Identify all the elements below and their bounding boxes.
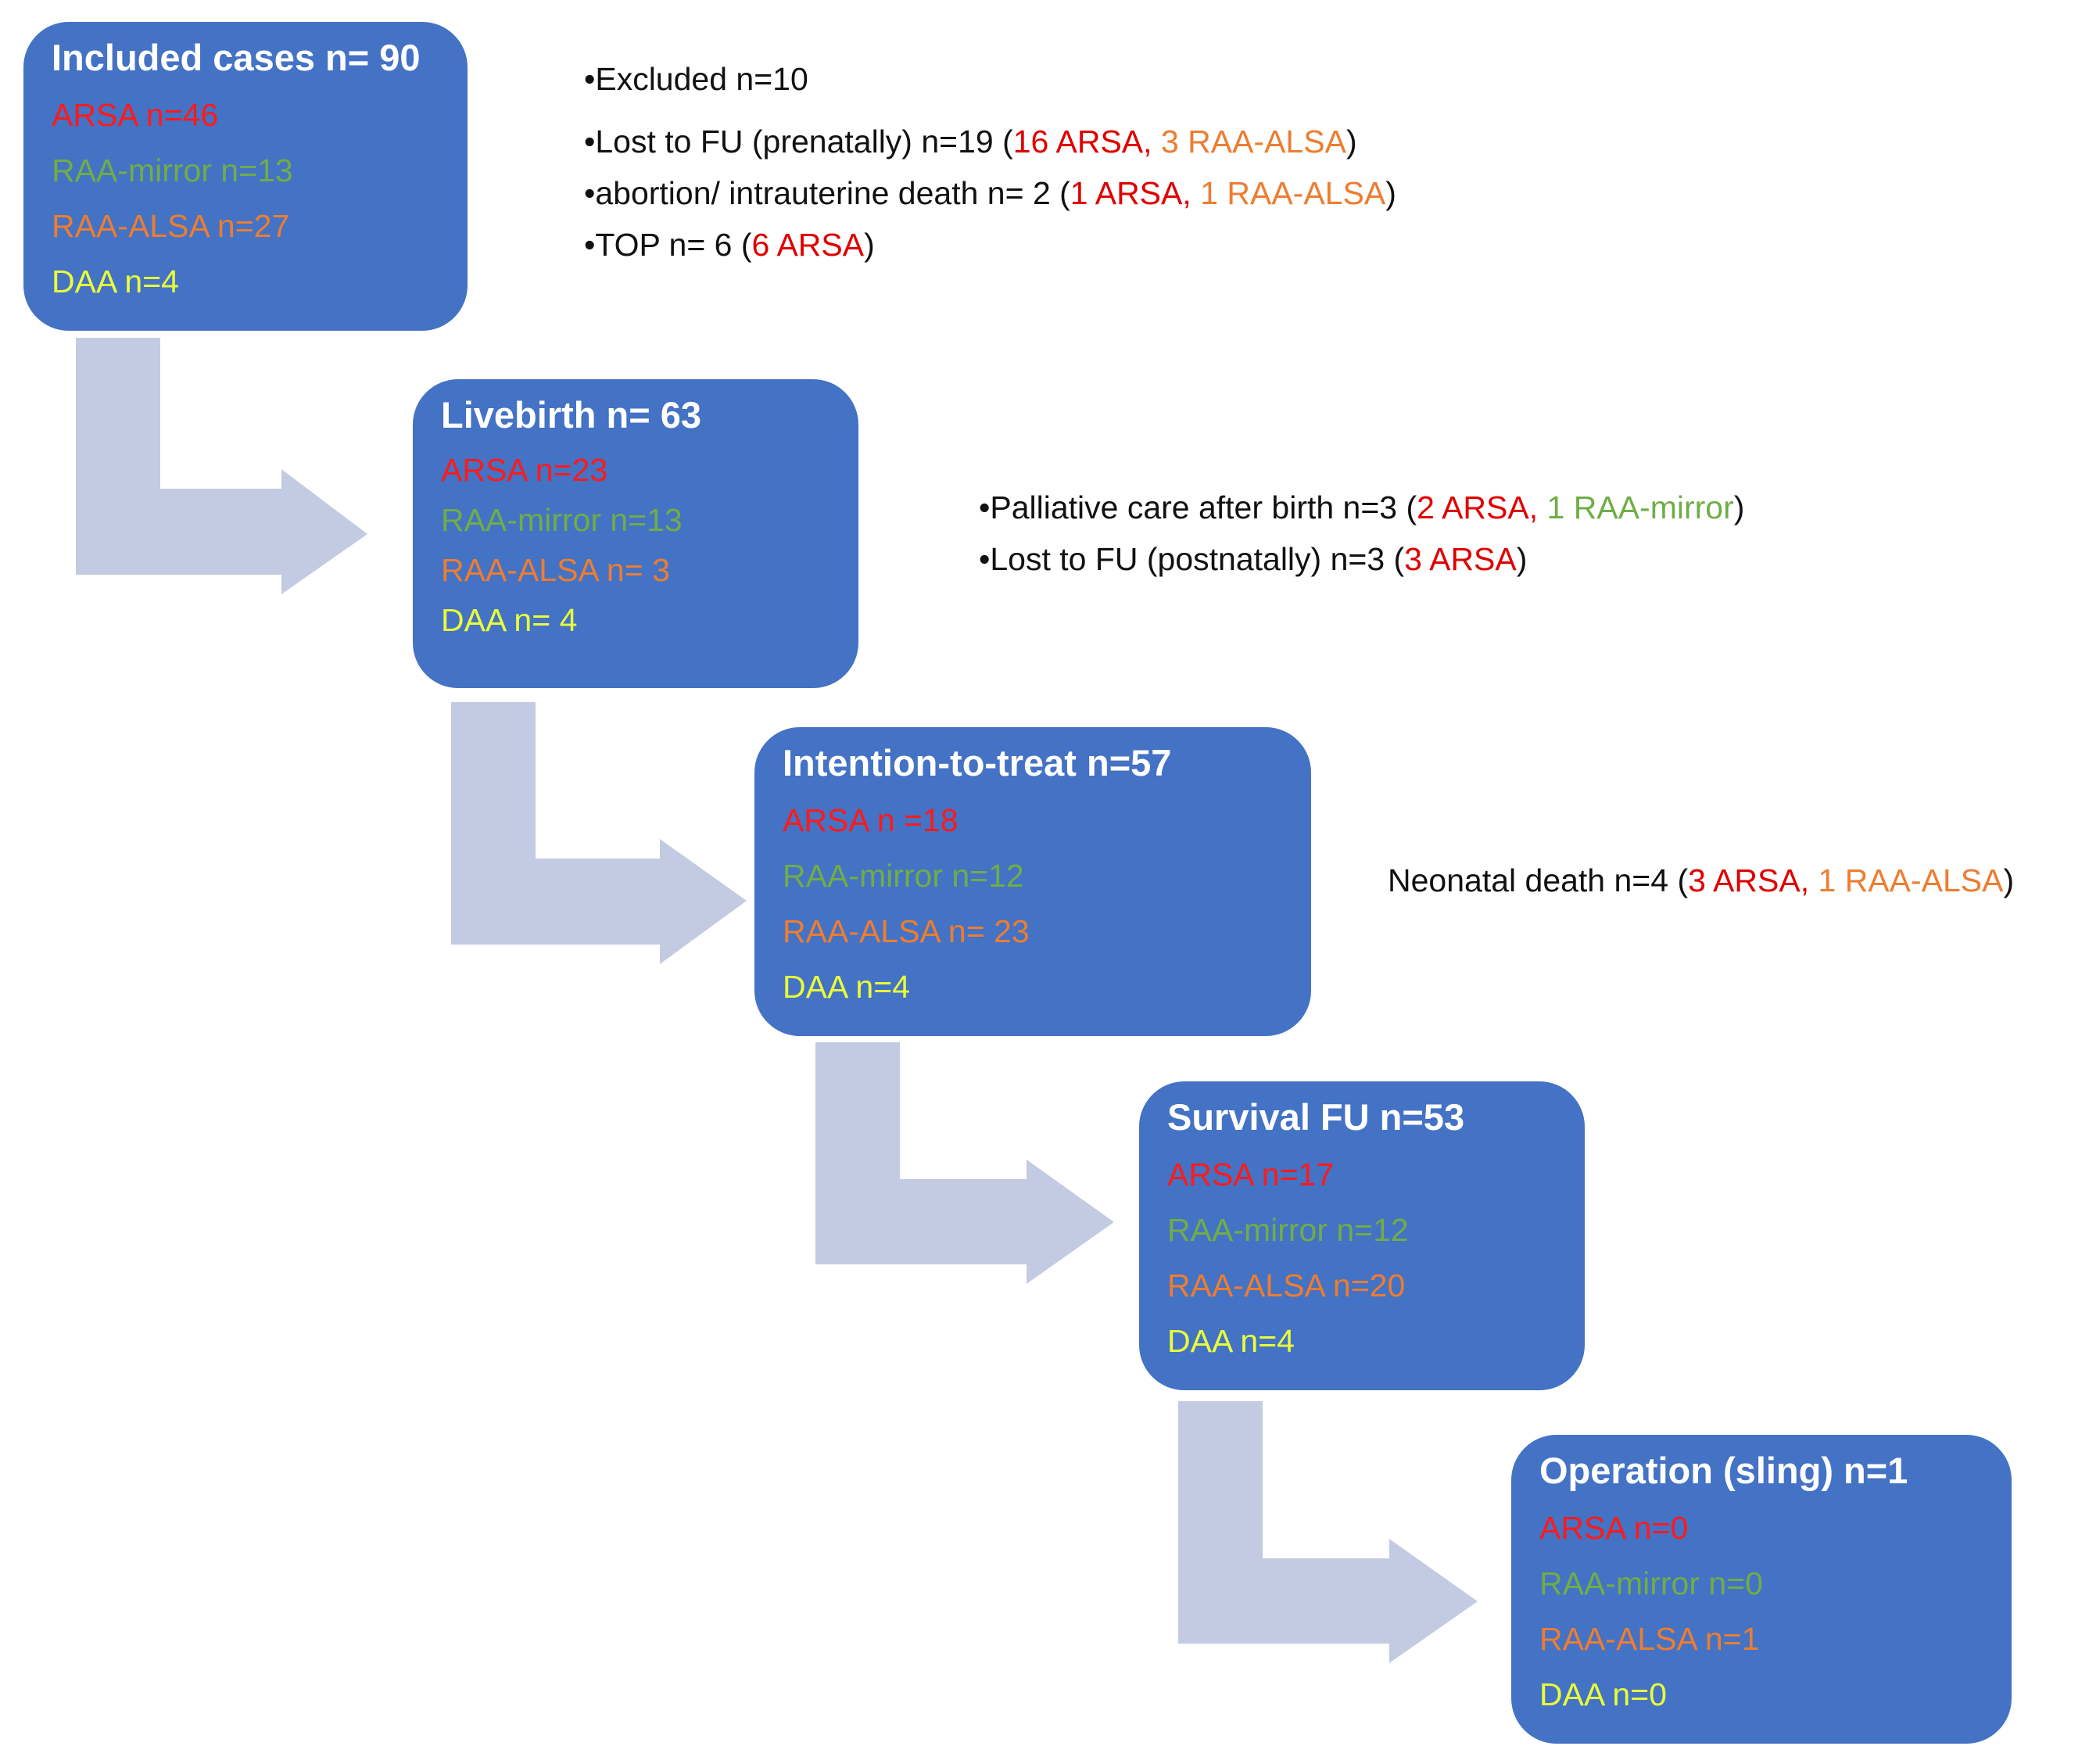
note-arsa-count: 3 ARSA <box>1404 541 1517 577</box>
arrow-livebirth-to-itt <box>451 702 747 964</box>
stage-raa-mirror-count: RAA-mirror n=12 <box>1167 1212 1409 1248</box>
arrow-survival-to-operation <box>1178 1401 1478 1663</box>
stage-daa-count: DAA n=4 <box>52 264 179 299</box>
arrow-itt-to-survival <box>815 1042 1114 1284</box>
note-close-paren: ) <box>864 227 875 263</box>
note-text: •Excluded n=10 <box>584 61 808 97</box>
stage-daa-count: DAA n=4 <box>1167 1323 1295 1359</box>
stage-raa-alsa-count: RAA-ALSA n=20 <box>1167 1267 1406 1303</box>
stage-box-included-cases: Included cases n= 90 ARSA n=46 RAA-mirro… <box>23 22 468 331</box>
stage-arsa-count: ARSA n =18 <box>783 802 959 838</box>
note-arsa-count: 3 ARSA, <box>1688 862 1810 898</box>
stage-raa-mirror-count: RAA-mirror n=0 <box>1539 1565 1763 1601</box>
stage-arsa-count: ARSA n=0 <box>1539 1510 1689 1546</box>
arrow-included-to-livebirth <box>76 338 367 594</box>
note-raa-alsa-count: 3 RAA-ALSA <box>1160 124 1346 160</box>
stage-arsa-count: ARSA n=23 <box>441 452 608 488</box>
note-close-paren: ) <box>1733 489 1745 525</box>
note-text: •abortion/ intrauterine death n= 2 ( <box>584 175 1070 211</box>
stage-arsa-count: ARSA n=46 <box>52 97 219 133</box>
note-close-paren: ) <box>2003 862 2015 898</box>
stage-title: Survival FU n=53 <box>1167 1096 1465 1138</box>
stage-title: Intention-to-treat n=57 <box>783 742 1172 783</box>
note-close-paren: ) <box>1345 124 1357 160</box>
stage-title: Included cases n= 90 <box>52 37 421 78</box>
note-lost-prenatally: •Lost to FU (prenatally) n=19 (16 ARSA, … <box>584 122 1357 161</box>
stage-daa-count: DAA n=0 <box>1539 1676 1667 1712</box>
note-text: Neonatal death n=4 ( <box>1388 862 1689 898</box>
note-close-paren: ) <box>1516 541 1528 577</box>
stage-raa-alsa-count: RAA-ALSA n= 3 <box>441 552 670 588</box>
note-text: •Lost to FU (prenatally) n=19 ( <box>584 124 1013 160</box>
stage-daa-count: DAA n= 4 <box>441 602 578 638</box>
note-arsa-count: 16 ARSA, <box>1012 124 1152 160</box>
note-close-paren: ) <box>1385 175 1396 211</box>
note-abortion: •abortion/ intrauterine death n= 2 (1 AR… <box>584 174 1396 213</box>
stage-raa-mirror-count: RAA-mirror n=12 <box>783 858 1024 894</box>
stage-arsa-count: ARSA n=17 <box>1167 1156 1335 1192</box>
stage-box-livebirth: Livebirth n= 63 ARSA n=23 RAA-mirror n=1… <box>413 379 858 688</box>
note-raa-alsa-count: 1 RAA-ALSA <box>1818 862 2004 898</box>
stage-raa-mirror-count: RAA-mirror n=13 <box>52 152 293 188</box>
stage-raa-alsa-count: RAA-ALSA n=27 <box>52 208 290 244</box>
note-text: •Lost to FU (postnatally) n=3 ( <box>979 541 1405 577</box>
stage-raa-alsa-count: RAA-ALSA n= 23 <box>783 913 1030 949</box>
stage-box-operation-sling: Operation (sling) n=1 ARSA n=0 RAA-mirro… <box>1511 1435 2012 1744</box>
stage-title: Operation (sling) n=1 <box>1539 1450 1908 1491</box>
note-arsa-count: 1 ARSA, <box>1070 175 1191 211</box>
stage-raa-mirror-count: RAA-mirror n=13 <box>441 502 683 538</box>
note-lost-postnatally: •Lost to FU (postnatally) n=3 (3 ARSA) <box>979 540 1527 579</box>
note-raa-alsa-count: 1 RAA-ALSA <box>1200 175 1386 211</box>
stage-title: Livebirth n= 63 <box>441 394 702 436</box>
stage-daa-count: DAA n=4 <box>783 969 910 1005</box>
note-top: •TOP n= 6 (6 ARSA) <box>584 225 875 264</box>
note-arsa-count: 2 ARSA, <box>1417 489 1539 525</box>
note-neonatal-death: Neonatal death n=4 (3 ARSA, 1 RAA-ALSA) <box>1388 861 2014 900</box>
note-excluded: •Excluded n=10 <box>584 59 808 99</box>
note-arsa-count: 6 ARSA <box>751 227 865 263</box>
stage-box-survival-fu: Survival FU n=53 ARSA n=17 RAA-mirror n=… <box>1139 1081 1585 1390</box>
note-palliative-care: •Palliative care after birth n=3 (2 ARSA… <box>979 488 1744 527</box>
stage-box-intention-to-treat: Intention-to-treat n=57 ARSA n =18 RAA-m… <box>754 727 1311 1036</box>
stage-raa-alsa-count: RAA-ALSA n=1 <box>1539 1621 1760 1657</box>
note-raa-mirror-count: 1 RAA-mirror <box>1546 489 1734 525</box>
note-text: •TOP n= 6 ( <box>584 227 752 263</box>
note-text: •Palliative care after birth n=3 ( <box>979 489 1417 525</box>
